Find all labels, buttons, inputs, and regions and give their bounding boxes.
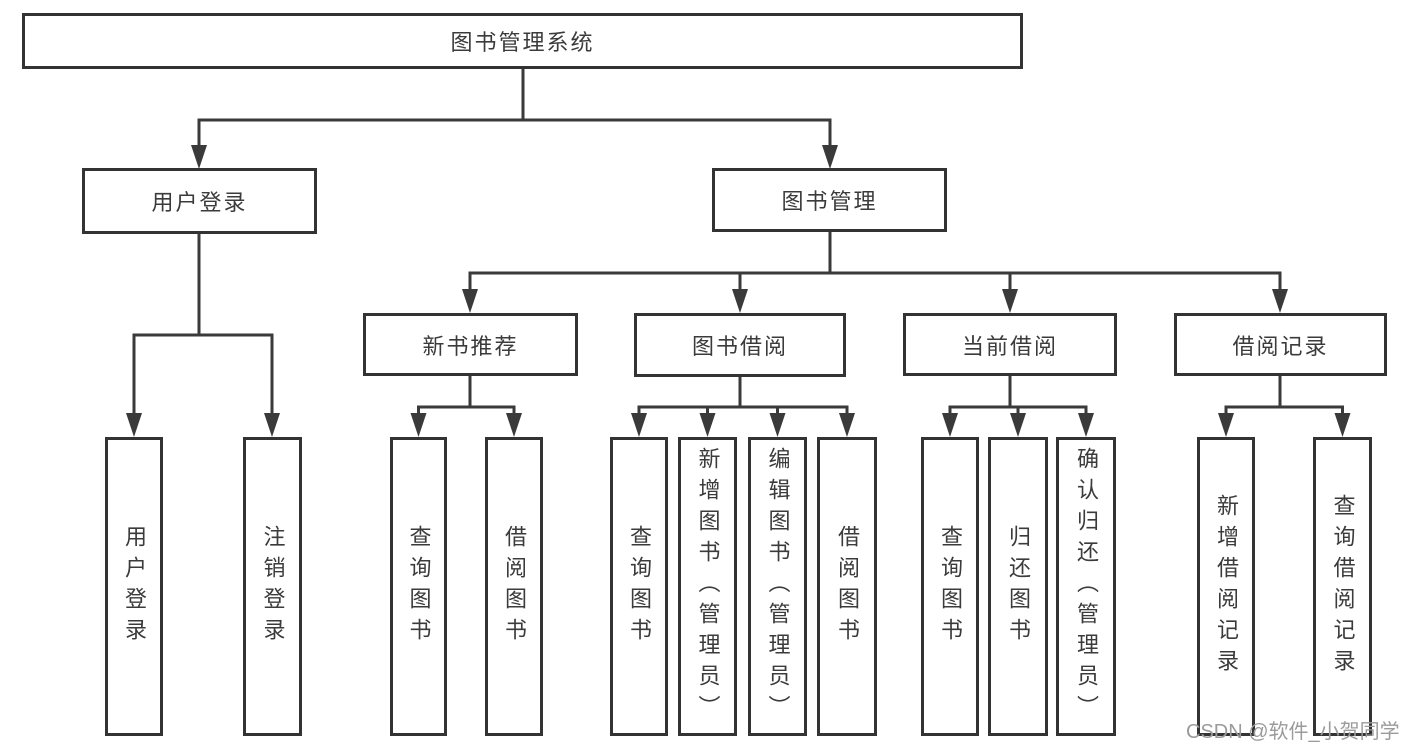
node-label: 新增借阅记录 — [1214, 493, 1239, 680]
leaf-br-add-record: 新增借阅记录 — [1197, 437, 1255, 736]
leaf-rec-query-books: 查询图书 — [390, 437, 447, 736]
leaf-logout: 注销登录 — [243, 437, 302, 736]
leaf-rec-borrow-books: 借阅图书 — [485, 437, 543, 736]
node-label: 用户登录 — [151, 190, 248, 215]
node-label: 图书管理系统 — [450, 30, 595, 55]
node-label: 查询图书 — [627, 524, 652, 649]
node-label: 借阅记录 — [1232, 333, 1329, 359]
node-label: 归还图书 — [1006, 524, 1031, 649]
leaf-user-login: 用户登录 — [105, 437, 163, 736]
node-borrow-records: 借阅记录 — [1174, 313, 1387, 376]
node-book-borrow: 图书借阅 — [634, 313, 846, 377]
leaf-bb-borrow-books: 借阅图书 — [817, 437, 877, 736]
node-label: 编辑图书（管理员） — [765, 447, 791, 726]
node-label: 图书借阅 — [691, 334, 788, 359]
node-label: 当前借阅 — [961, 333, 1058, 359]
node-label: 确认归还（管理员） — [1074, 447, 1099, 726]
node-new-book-recommend: 新书推荐 — [363, 313, 578, 376]
node-label: 新书推荐 — [422, 333, 519, 359]
node-label: 借阅图书 — [502, 524, 527, 649]
connector-arrowheads — [126, 145, 1351, 437]
leaf-cb-return-books: 归还图书 — [988, 437, 1048, 736]
node-label: 用户登录 — [122, 524, 147, 649]
node-book-management: 图书管理 — [712, 168, 947, 232]
leaf-br-query-record: 查询借阅记录 — [1313, 437, 1372, 736]
csdn-watermark: CSDN @软件_小贺同学 — [1186, 721, 1400, 743]
node-label: 新增图书（管理员） — [695, 447, 721, 726]
leaf-cb-confirm-return-admin: 确认归还（管理员） — [1056, 437, 1116, 736]
node-label: 查询图书 — [406, 524, 432, 649]
node-label: 查询图书 — [938, 524, 963, 649]
node-root: 图书管理系统 — [22, 13, 1023, 69]
node-user-login: 用户登录 — [82, 168, 317, 234]
node-current-borrow: 当前借阅 — [903, 313, 1117, 376]
connector-lines — [132, 69, 1344, 414]
leaf-bb-edit-books-admin: 编辑图书（管理员） — [748, 437, 807, 736]
node-label: 注销登录 — [260, 524, 286, 649]
node-label: 借阅图书 — [835, 524, 860, 649]
leaf-bb-query-books: 查询图书 — [610, 437, 668, 736]
node-label: 查询借阅记录 — [1330, 493, 1356, 680]
leaf-cb-query-books: 查询图书 — [921, 437, 979, 736]
node-label: 图书管理 — [781, 189, 878, 214]
leaf-bb-add-books-admin: 新增图书（管理员） — [678, 437, 737, 736]
